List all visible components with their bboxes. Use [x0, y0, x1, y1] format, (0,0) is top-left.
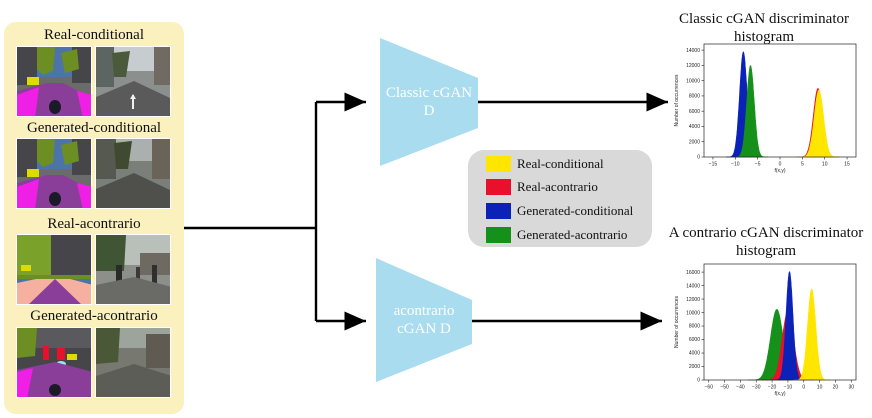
classic-discriminator-label-line2: D — [423, 103, 435, 119]
plot-frame — [703, 43, 857, 158]
group-title-real-conditional: Real-conditional — [44, 27, 144, 43]
legend-label: Generated-acontrario — [517, 227, 628, 242]
classic-discriminator-label-line1: Classic cGAN — [385, 85, 473, 101]
x-tick-label: −10 — [784, 385, 793, 391]
y-tick-label: 14000 — [686, 48, 700, 54]
x-tick-label: 20 — [833, 385, 839, 391]
x-axis-label: f(x,y) — [774, 168, 785, 174]
x-tick-label: 5 — [801, 162, 804, 168]
x-tick-label: 15 — [844, 162, 850, 168]
classic-histogram-title-line2: histogram — [734, 29, 794, 45]
y-tick-label: 4000 — [689, 351, 700, 357]
y-axis-label: Number of occurrences — [674, 74, 680, 126]
legend-swatch-real-conditional — [486, 156, 511, 172]
group-title-generated-acontrario: Generated-acontrario — [30, 308, 158, 324]
legend: Real-conditional Real-acontrario Generat… — [468, 150, 652, 247]
y-tick-label: 0 — [697, 378, 700, 384]
acontrario-histogram-title-line2: histogram — [736, 243, 796, 259]
legend-swatch-generated-acontrario — [486, 227, 511, 243]
generated-street-photo-image — [95, 327, 171, 398]
y-tick-label: 8000 — [689, 94, 700, 100]
x-tick-label: 10 — [817, 385, 823, 391]
histogram-series-real-conditional — [797, 89, 840, 158]
acontrario-discriminator-label: acontrario cGAN D — [376, 302, 472, 338]
acontrario-histogram-title-line1: A contrario cGAN discriminator — [668, 225, 864, 241]
y-tick-label: 6000 — [689, 337, 700, 343]
acontrario-discriminator-label-line1: acontrario — [393, 303, 455, 319]
y-axis-label: Number of occurrences — [674, 296, 680, 348]
street-photo-image — [95, 46, 171, 117]
x-tick-label: −60 — [705, 385, 714, 391]
segmentation-map-image — [16, 138, 92, 209]
y-tick-label: 12000 — [686, 63, 700, 69]
legend-item: Real-acontrario — [486, 177, 598, 197]
histogram-series-real-conditional — [793, 288, 831, 381]
acontrario-discriminator-label-line2: cGAN D — [397, 321, 451, 337]
y-tick-label: 2000 — [689, 139, 700, 145]
x-axis-label: f(x,y) — [774, 391, 785, 397]
group-title-real-acontrario: Real-acontrario — [47, 216, 141, 232]
segmentation-map-image — [16, 234, 92, 305]
x-tick-label: −5 — [755, 162, 761, 168]
generated-street-photo-image — [95, 138, 171, 209]
x-tick-label: 10 — [822, 162, 828, 168]
y-tick-label: 6000 — [689, 109, 700, 115]
y-tick-label: 14000 — [686, 283, 700, 289]
acontrario-histogram-chart: −60 −50 −40 −30 −20 −10 0 10 20 30 0 2000 4000 6000 80… — [674, 263, 857, 397]
x-tick-label: −50 — [720, 385, 729, 391]
classic-discriminator-label: Classic cGAN D — [380, 84, 478, 120]
legend-swatch-generated-conditional — [486, 203, 511, 219]
x-tick-label: −10 — [731, 162, 740, 168]
legend-label: Generated-conditional — [517, 203, 634, 218]
acontrario-discriminator-shape — [376, 258, 472, 382]
y-tick-label: 8000 — [689, 324, 700, 330]
y-tick-label: 2000 — [689, 364, 700, 370]
group-title-generated-conditional: Generated-conditional — [26, 120, 162, 136]
y-tick-label: 16000 — [686, 270, 700, 276]
x-tick-label: 0 — [802, 385, 805, 391]
plot-frame — [703, 263, 857, 381]
x-tick-label: −40 — [736, 385, 745, 391]
legend-item: Real-conditional — [486, 154, 604, 174]
y-tick-label: 10000 — [686, 78, 700, 84]
x-tick-label: 30 — [848, 385, 854, 391]
legend-item: Generated-conditional — [486, 201, 633, 221]
x-tick-label: 0 — [779, 162, 782, 168]
classic-discriminator-shape — [380, 38, 478, 166]
segmentation-map-image — [16, 327, 92, 398]
street-photo-image — [95, 234, 171, 305]
y-tick-label: 10000 — [686, 310, 700, 316]
legend-item: Generated-acontrario — [486, 225, 627, 245]
y-tick-label: 4000 — [689, 124, 700, 130]
y-tick-label: 0 — [697, 155, 700, 161]
x-tick-label: −30 — [752, 385, 761, 391]
classic-histogram-title-line1: Classic cGAN discriminator — [679, 11, 849, 27]
x-tick-label: −20 — [768, 385, 777, 391]
classic-histogram-chart: −15 −10 −5 0 5 10 15 0 2000 4000 6000 8000 10000 1200… — [674, 43, 857, 174]
y-tick-label: 12000 — [686, 297, 700, 303]
acontrario-histogram-title: A contrario cGAN discriminator histogram — [660, 224, 872, 260]
legend-swatch-real-acontrario — [486, 179, 511, 195]
legend-label: Real-acontrario — [517, 179, 598, 194]
x-tick-label: −15 — [709, 162, 718, 168]
classic-histogram-title: Classic cGAN discriminator histogram — [660, 10, 868, 46]
histogram-series-generated-acontrario — [733, 65, 768, 158]
segmentation-map-image — [16, 46, 92, 117]
legend-label: Real-conditional — [517, 156, 604, 171]
